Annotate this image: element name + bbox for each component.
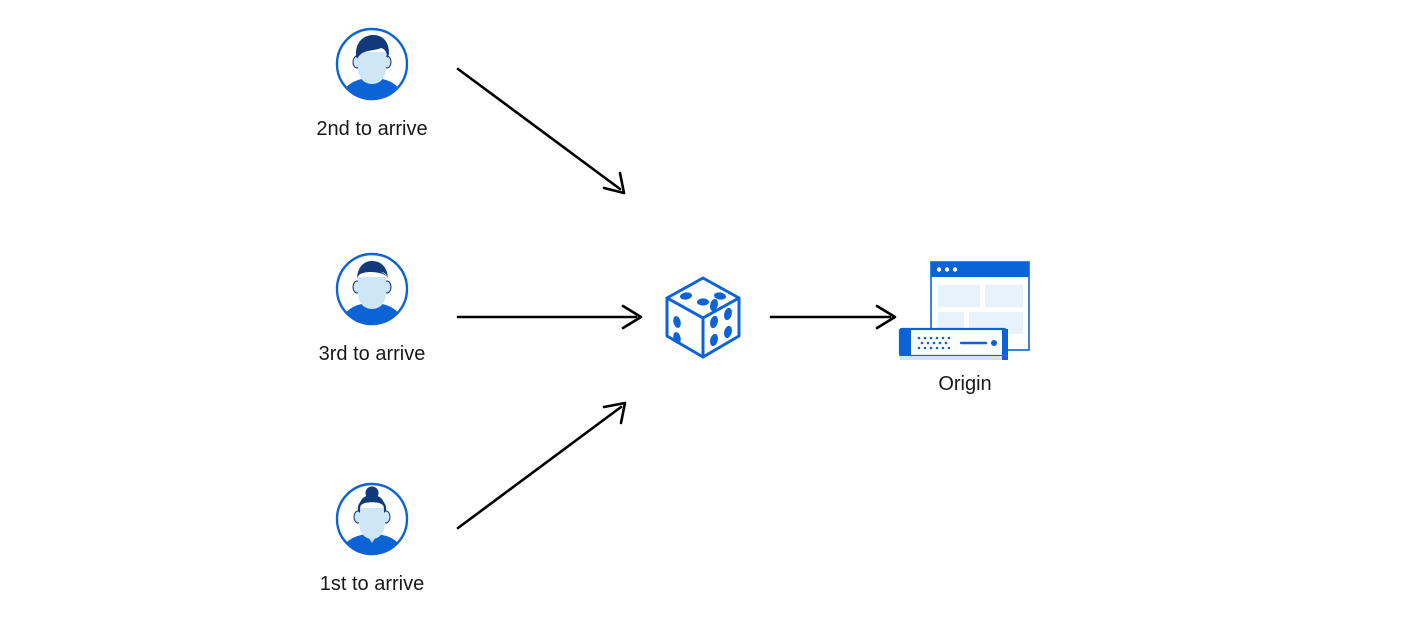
arrow-dice-to-origin [769,304,897,330]
client-node-second[interactable]: 2nd to arrive [316,26,428,140]
arrow-third-to-dice [456,304,643,330]
avatar-person-icon [335,27,409,101]
client-node-first[interactable]: 1st to arrive [320,481,424,595]
dice-icon [665,276,741,359]
client-label-second: 2nd to arrive [316,118,428,140]
browser-dot-icon [944,267,950,272]
origin-label: Origin [938,373,992,395]
origin-node[interactable]: Origin [893,258,1043,395]
browser-dot-icon [952,267,958,272]
dice-node[interactable] [658,272,748,367]
origin-server-icon [898,261,1030,360]
avatar-person-icon [335,252,409,326]
browser-dot-icon [936,267,942,272]
client-label-first: 1st to arrive [319,573,425,595]
arrow-first-to-dice [456,401,627,530]
avatar-person-icon [335,482,409,556]
client-label-third: 3rd to arrive [318,343,426,365]
client-node-third[interactable]: 3rd to arrive [319,251,425,365]
server-appliance-icon [898,327,1008,360]
status-led-icon [991,340,997,346]
